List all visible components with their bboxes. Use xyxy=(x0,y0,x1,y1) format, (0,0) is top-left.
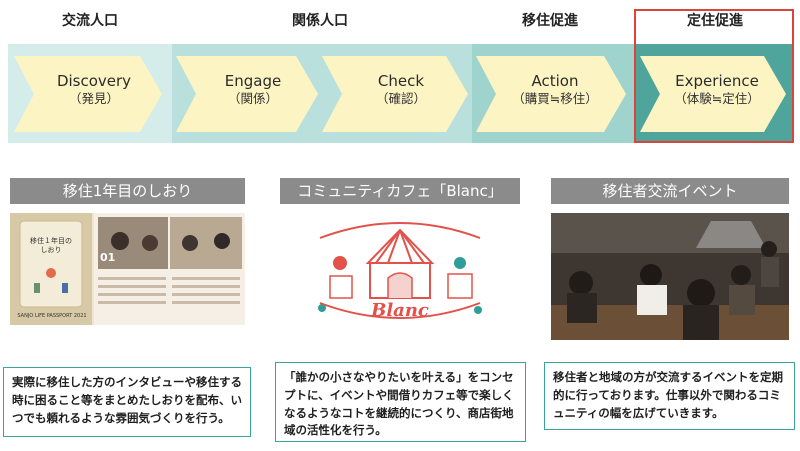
step-engage: Engage （関係） xyxy=(192,71,314,108)
booklet-image: 移住１年目の しおり 01 SANJO LIFE PASSPORT 2021 xyxy=(10,213,245,325)
description-cafe: 「誰かの小さなやりたいを叶える」をコンセプトに、イベントや間借りカフェ等で楽しく… xyxy=(275,362,526,442)
circus-tent-illustration xyxy=(318,222,482,319)
step-check-label: Check xyxy=(377,72,425,90)
stage-label-migration: 移住促進 xyxy=(522,13,578,29)
booklet-cover-title: 移住１年目の しおり xyxy=(30,237,72,255)
cafe-logo-text: Blanc xyxy=(371,300,429,321)
step-experience-sub: （体験≒定住） xyxy=(674,91,760,107)
section-title-cafe: コミュニティカフェ「Blanc」 xyxy=(280,178,520,204)
cafe-logo-image: Blanc xyxy=(300,208,500,333)
settlement-highlight-frame xyxy=(634,9,794,143)
step-action-sub: （購買≒移住） xyxy=(512,91,598,107)
chevron-experience xyxy=(640,56,786,132)
step-check: Check （確認） xyxy=(338,71,464,108)
chevron-action xyxy=(476,56,626,132)
step-check-sub: （確認） xyxy=(375,91,426,107)
step-action-label: Action xyxy=(531,72,579,90)
step-engage-label: Engage xyxy=(224,72,282,90)
booklet-footer: SANJO LIFE PASSPORT 2021 xyxy=(17,313,87,319)
chevron-discovery xyxy=(14,56,162,132)
step-action: Action （購買≒移住） xyxy=(490,71,620,108)
step-discovery-sub: （発見） xyxy=(68,91,119,107)
event-photo xyxy=(551,213,789,340)
booklet-illustration xyxy=(10,213,245,325)
step-discovery: Discovery （発見） xyxy=(30,71,158,108)
stage-label-relation: 関係人口 xyxy=(292,13,348,29)
step-engage-sub: （関係） xyxy=(227,91,278,107)
step-experience-label: Experience xyxy=(675,72,759,90)
section-title-event: 移住者交流イベント xyxy=(551,178,789,204)
stage-label-exchange: 交流人口 xyxy=(62,13,118,29)
description-event: 移住者と地域の方が交流するイベントを定期的に行っております。仕事以外で関わるコミ… xyxy=(544,362,795,430)
section-title-booklet: 移住1年目のしおり xyxy=(10,178,245,204)
booklet-page-number: 01 xyxy=(100,251,116,264)
chevron-check xyxy=(322,56,468,132)
customer-journey-flow xyxy=(8,44,792,143)
step-discovery-label: Discovery xyxy=(56,72,132,90)
description-booklet: 実際に移住した方のインタビューや移住する時に困ること等をまとめたしおりを配布、い… xyxy=(3,367,251,437)
chevron-engage xyxy=(176,56,318,132)
stage-label-settlement: 定住促進 xyxy=(687,13,743,29)
event-photo-illustration xyxy=(551,213,789,340)
step-experience: Experience （体験≒定住） xyxy=(652,71,782,108)
